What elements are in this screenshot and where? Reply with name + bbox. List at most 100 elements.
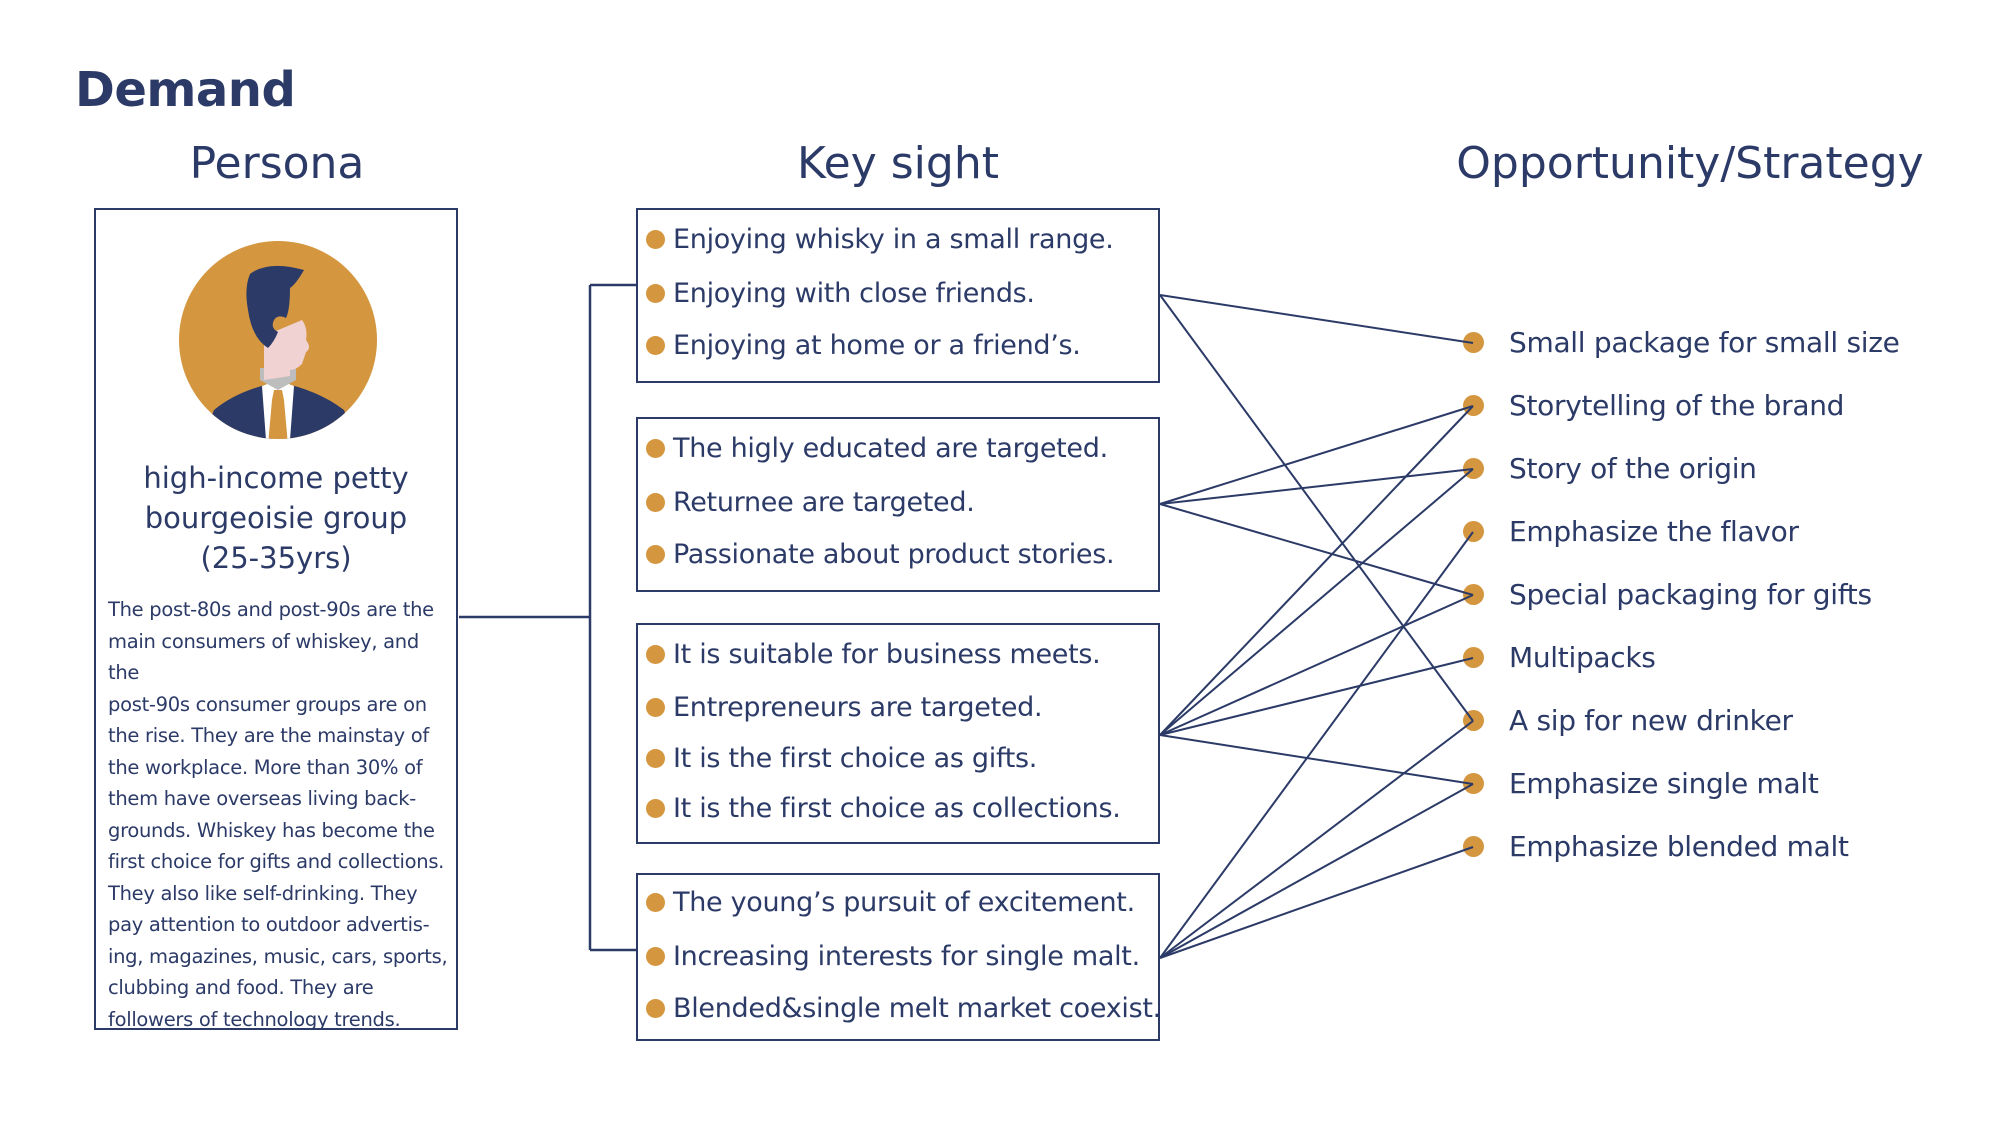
connector-line xyxy=(1159,294,1474,722)
description-line: The post-80s and post-90s are the xyxy=(108,598,434,621)
insight-text: Enjoying at home or a friend’s. xyxy=(673,330,1081,361)
description-line: post-90s consumer groups are on xyxy=(108,692,427,716)
strategy-item: Emphasize single malt xyxy=(1463,767,1819,800)
connector-line xyxy=(1159,405,1474,736)
strategy-text: Story of the origin xyxy=(1509,452,1757,485)
bullet-dot-icon xyxy=(646,439,665,458)
strategy-text: Emphasize blended malt xyxy=(1509,830,1849,863)
strategy-text: A sip for new drinker xyxy=(1509,704,1793,737)
insight-group-1: Enjoying whisky in a small range. Enjoyi… xyxy=(636,208,1160,383)
column-header-persona: Persona xyxy=(189,138,365,189)
strategy-item: Emphasize blended malt xyxy=(1463,830,1849,863)
description-line: the workplace. More than 30% of xyxy=(108,755,423,779)
insight-item: It is suitable for business meets. xyxy=(646,639,1101,670)
bullet-dot-icon xyxy=(646,999,665,1018)
description-line: main consumers of whiskey, and the xyxy=(108,629,419,685)
description-line: grounds. Whiskey has become the xyxy=(108,818,435,842)
connector-line xyxy=(1159,594,1474,736)
persona-group-title: high-income petty bourgeoisie group (25-… xyxy=(94,458,458,578)
insight-text: Passionate about product stories. xyxy=(673,539,1115,570)
page-title: Demand xyxy=(75,62,296,118)
bullet-dot-icon xyxy=(646,545,665,564)
insight-text: Increasing interests for single malt. xyxy=(673,941,1140,972)
insight-item: It is the first choice as gifts. xyxy=(646,743,1037,774)
insight-item: It is the first choice as collections. xyxy=(646,793,1121,824)
bullet-dot-icon xyxy=(646,749,665,768)
insight-text: Enjoying whisky in a small range. xyxy=(673,224,1114,255)
insight-text: It is the first choice as gifts. xyxy=(673,743,1038,774)
strategy-text: Small package for small size xyxy=(1509,326,1900,359)
strategy-item: Story of the origin xyxy=(1463,452,1757,485)
strategy-item: Storytelling of the brand xyxy=(1463,389,1844,422)
insight-text: The higly educated are targeted. xyxy=(673,433,1108,464)
insight-group-4: The young’s pursuit of excitement. Incre… xyxy=(636,873,1161,1041)
strategy-item: Multipacks xyxy=(1463,641,1656,674)
persona-title-line: bourgeoisie group xyxy=(144,501,408,535)
insight-text: It is the first choice as collections. xyxy=(673,793,1121,824)
strategy-item: Emphasize the flavor xyxy=(1463,515,1799,548)
businessman-avatar-icon xyxy=(179,241,377,439)
strategy-text: Special packaging for gifts xyxy=(1509,578,1872,611)
connector-line xyxy=(1159,783,1474,959)
insight-item: Blended&single melt market coexist. xyxy=(646,993,1161,1024)
description-line: followers of technology trends. xyxy=(108,1007,401,1031)
description-line: them have overseas living back- xyxy=(108,787,416,810)
insight-text: It is suitable for business meets. xyxy=(673,639,1101,670)
connector-line xyxy=(1159,405,1474,505)
persona-description: The post-80s and post-90s are the main c… xyxy=(108,594,453,1035)
insight-item: Passionate about product stories. xyxy=(646,539,1115,570)
bullet-dot-icon xyxy=(646,284,665,303)
bullet-dot-icon xyxy=(1463,836,1484,857)
insight-item: Returnee are targeted. xyxy=(646,487,975,518)
insight-item: Increasing interests for single malt. xyxy=(646,941,1140,972)
bullet-dot-icon xyxy=(646,947,665,966)
bullet-dot-icon xyxy=(1463,521,1484,542)
connector-line xyxy=(1159,468,1474,505)
insight-item: Entrepreneurs are targeted. xyxy=(646,692,1043,723)
persona-card xyxy=(94,208,458,1030)
bullet-dot-icon xyxy=(646,336,665,355)
connector-line xyxy=(1159,734,1474,785)
insight-text: The young’s pursuit of excitement. xyxy=(673,887,1135,918)
strategy-text: Emphasize single malt xyxy=(1509,767,1819,800)
insight-item: Enjoying with close friends. xyxy=(646,278,1035,309)
bullet-dot-icon xyxy=(646,493,665,512)
insight-text: Enjoying with close friends. xyxy=(673,278,1035,309)
bullet-dot-icon xyxy=(1463,773,1484,794)
connector-line xyxy=(1159,720,1474,959)
description-line: They also like self-drinking. They xyxy=(108,881,418,905)
strategy-item: Special packaging for gifts xyxy=(1463,578,1872,611)
connector-line xyxy=(1159,468,1474,736)
strategy-text: Storytelling of the brand xyxy=(1509,389,1845,422)
strategy-item: Small package for small size xyxy=(1463,326,1900,359)
persona-title-line: (25-35yrs) xyxy=(200,541,352,575)
bullet-dot-icon xyxy=(646,799,665,818)
bullet-dot-icon xyxy=(646,230,665,249)
insight-item: The young’s pursuit of excitement. xyxy=(646,887,1135,918)
description-line: the rise. They are the mainstay of xyxy=(108,724,429,747)
connector-line xyxy=(1159,657,1474,736)
column-header-strategy: Opportunity/Strategy xyxy=(1456,138,1924,189)
bullet-dot-icon xyxy=(646,698,665,717)
connector-line xyxy=(1159,846,1474,959)
connector-line xyxy=(1159,294,1474,344)
bullet-dot-icon xyxy=(1463,647,1484,668)
connector-line xyxy=(1159,503,1474,596)
strategy-text: Multipacks xyxy=(1509,641,1656,674)
description-line: clubbing and food. They are xyxy=(108,976,374,999)
connector-line xyxy=(1159,531,1474,959)
insight-text: Entrepreneurs are targeted. xyxy=(673,692,1043,723)
description-line: ing, magazines, music, cars, sports, xyxy=(108,944,448,968)
insight-item: The higly educated are targeted. xyxy=(646,433,1108,464)
persona-title-line: high-income petty xyxy=(143,461,409,495)
column-header-key-insight: Key sight xyxy=(797,138,999,189)
description-line: first choice for gifts and collections. xyxy=(108,850,445,873)
bullet-dot-icon xyxy=(646,645,665,664)
bullet-dot-icon xyxy=(1463,584,1484,605)
bullet-dot-icon xyxy=(1463,332,1484,353)
insight-group-2: The higly educated are targeted. Returne… xyxy=(636,417,1160,592)
insight-item: Enjoying whisky in a small range. xyxy=(646,224,1114,255)
insight-text: Blended&single melt market coexist. xyxy=(673,993,1161,1024)
strategy-text: Emphasize the flavor xyxy=(1509,515,1799,548)
